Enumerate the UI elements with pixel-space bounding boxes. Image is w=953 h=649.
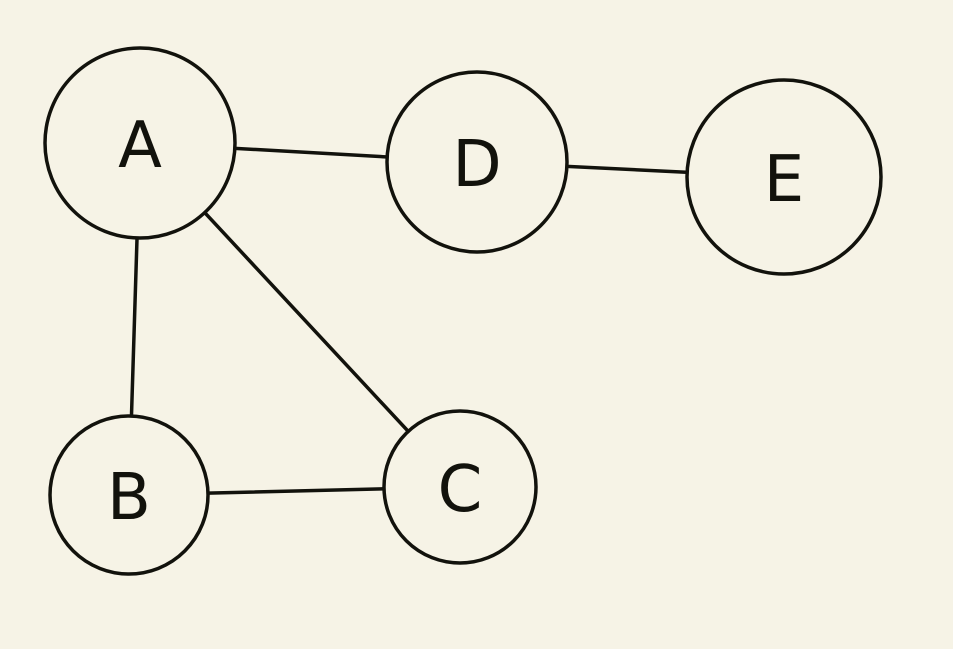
node-D: D — [385, 70, 569, 254]
node-D-label: D — [452, 128, 501, 202]
node-D-circle — [385, 70, 569, 254]
node-A-label: A — [118, 109, 162, 183]
node-B-circle — [48, 414, 210, 576]
node-A: A — [43, 46, 237, 240]
node-B-label: B — [107, 461, 151, 535]
node-A-circle — [43, 46, 237, 240]
node-C: C — [382, 409, 538, 565]
node-E-label: E — [764, 143, 804, 217]
node-E-circle — [685, 78, 883, 276]
node-C-label: C — [438, 453, 483, 527]
node-C-circle — [382, 409, 538, 565]
node-E: E — [685, 78, 883, 276]
node-B: B — [48, 414, 210, 576]
